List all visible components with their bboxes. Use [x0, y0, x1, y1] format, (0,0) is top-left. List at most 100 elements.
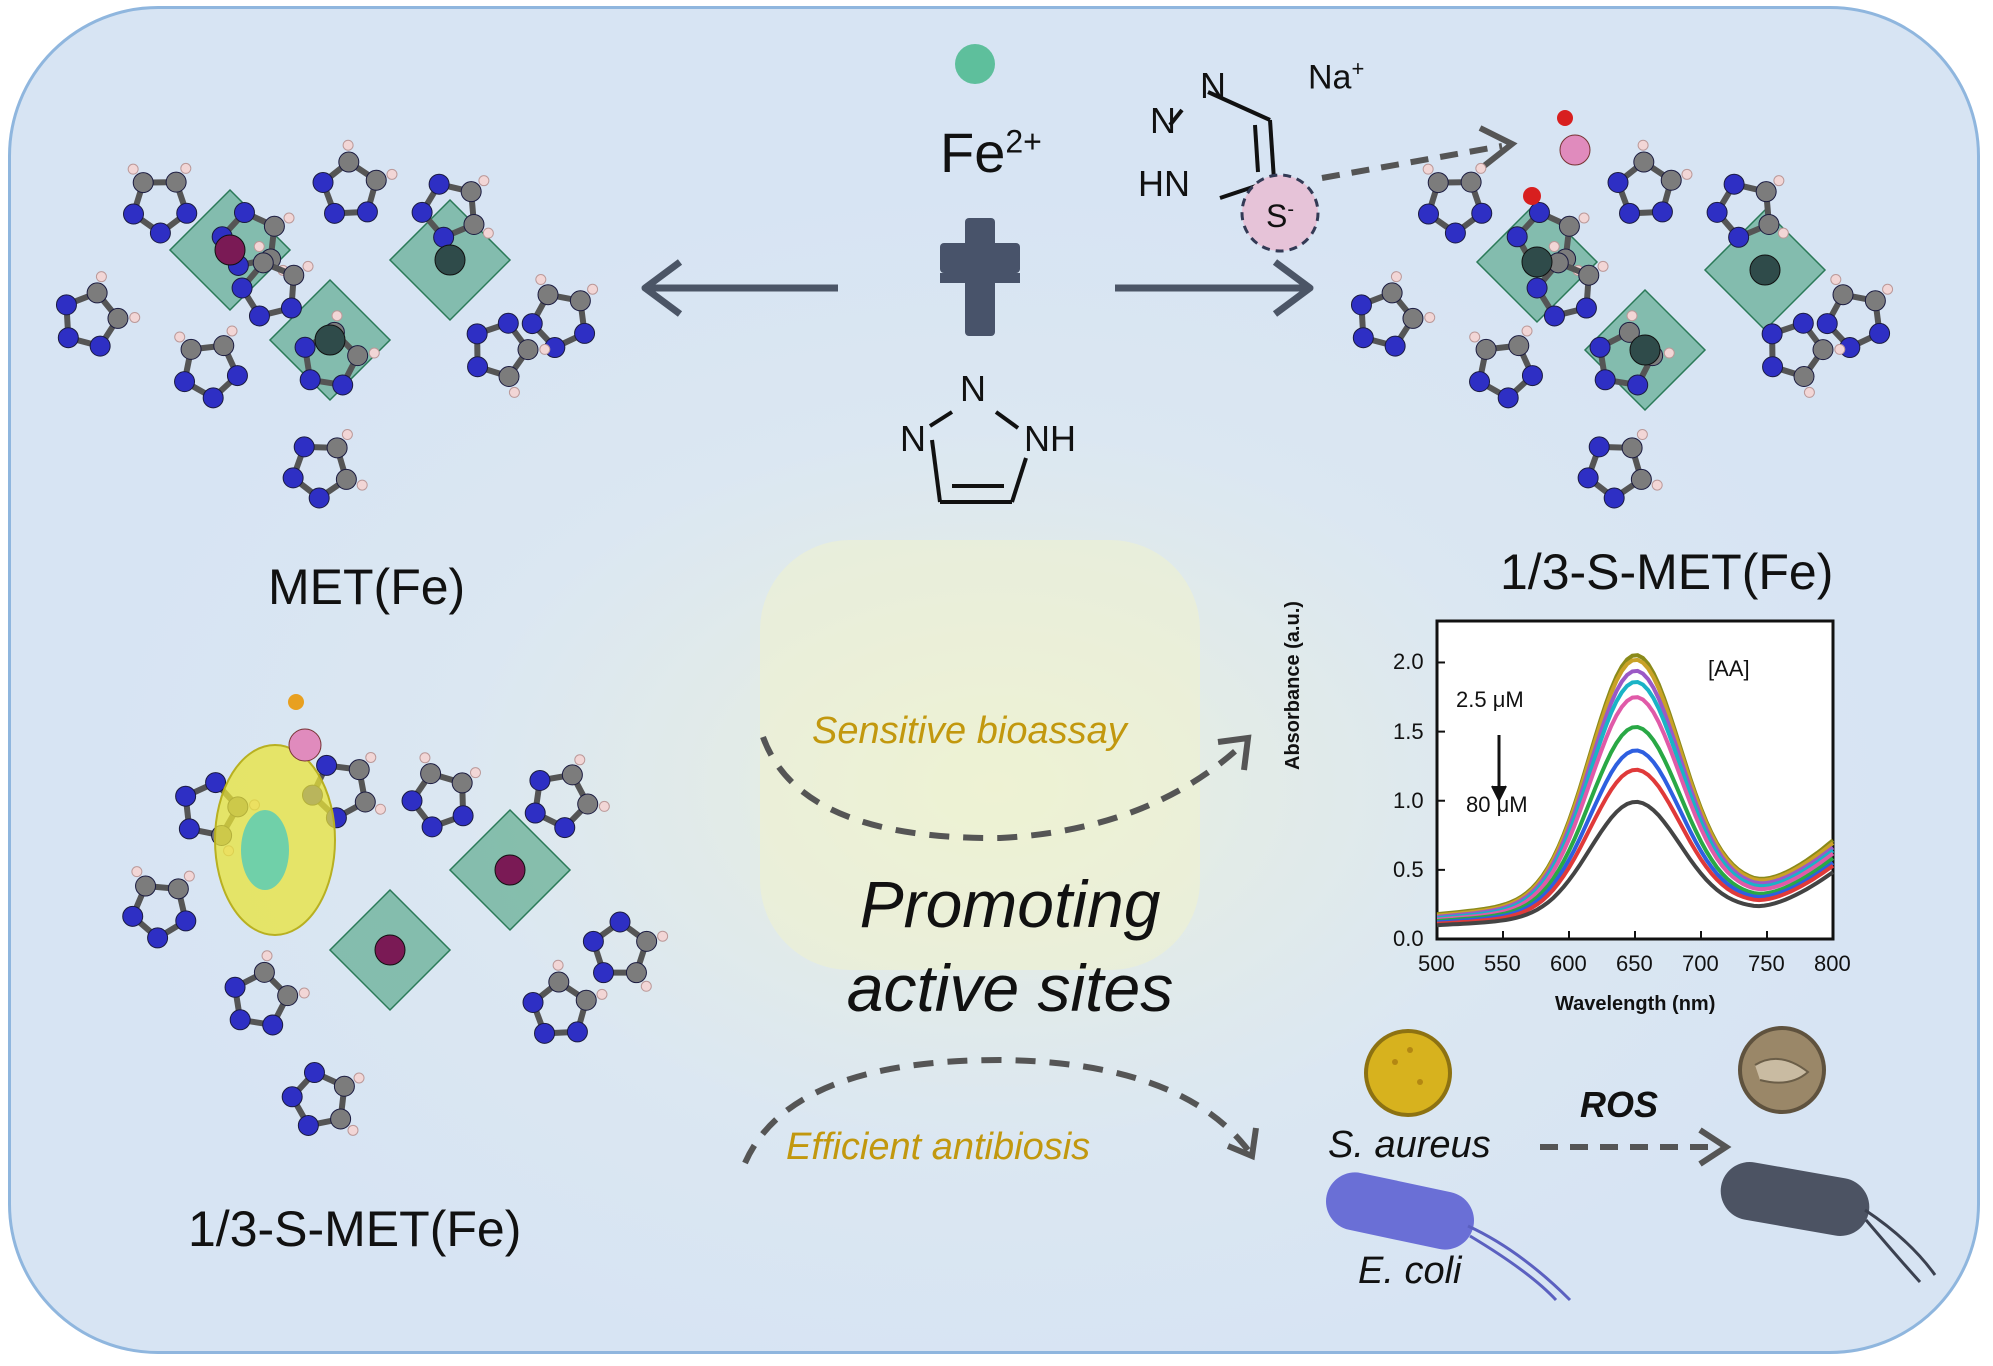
x-tick-label: 500 — [1418, 951, 1455, 976]
hydrogen-atom — [1882, 283, 1894, 295]
carbon-atom — [354, 791, 376, 813]
s-aureus-cell-icon — [1364, 1029, 1452, 1117]
carbon-atom — [463, 213, 485, 235]
absorbance-chart — [1435, 619, 1835, 941]
hydrogen-atom — [1663, 347, 1675, 359]
carbon-atom — [263, 215, 285, 237]
nitrogen-atom — [294, 336, 316, 358]
nitrogen-atom — [122, 905, 144, 927]
nitrogen-atom — [231, 277, 253, 299]
thio-n-top-label: N — [1200, 65, 1226, 106]
nitrogen-atom — [1471, 202, 1493, 224]
iron-atom — [494, 854, 526, 886]
nitrogen-atom — [1594, 369, 1616, 391]
hydrogen-atom — [1830, 274, 1842, 286]
carbon-atom — [1621, 437, 1643, 459]
carbon-atom — [283, 264, 305, 286]
carbon-atom — [333, 1075, 355, 1097]
carbon-atom — [1633, 151, 1655, 173]
nitrogen-atom — [149, 222, 171, 244]
nitrogen-atom — [1651, 201, 1673, 223]
carbon-atom — [135, 875, 157, 897]
carbon-atom — [277, 985, 299, 1007]
sulfur-site-dashed-arrow — [1321, 143, 1503, 181]
concentration-arrowhead — [1491, 785, 1507, 803]
hydrogen-atom — [261, 950, 273, 962]
nitrogen-atom — [248, 305, 270, 327]
nitrogen-atom — [176, 202, 198, 224]
hydrogen-atom — [95, 271, 107, 283]
hydrogen-atom — [1777, 227, 1789, 239]
carbon-atom — [326, 437, 348, 459]
met-fe-molecular-model — [55, 139, 599, 509]
sulfur-atom — [1559, 134, 1591, 166]
nitrogen-atom — [1762, 356, 1784, 378]
hydrogen-atom — [283, 212, 295, 224]
x-tick-label: 800 — [1814, 951, 1851, 976]
hydrogen-atom — [1548, 241, 1560, 253]
nitrogen-atom — [281, 1086, 303, 1108]
fe-ion-symbol: Fe — [940, 121, 1006, 184]
carbon-atom — [451, 772, 473, 794]
nitrogen-atom — [497, 312, 519, 334]
x-tick-label: 600 — [1550, 951, 1587, 976]
nitrogen-atom — [280, 297, 302, 319]
nitrogen-atom — [229, 1009, 251, 1031]
center-title-line1: Promoting — [859, 867, 1161, 941]
nitrogen-atom — [293, 436, 315, 458]
x-tick-label: 650 — [1616, 951, 1653, 976]
oxygen-atom — [288, 694, 304, 710]
nitrogen-atom — [1706, 201, 1728, 223]
carbon-atom — [575, 989, 597, 1011]
sulfur-atom — [288, 728, 322, 762]
nitrogen-atom — [1575, 297, 1597, 319]
iron-atom — [434, 244, 466, 276]
hydrogen-atom — [596, 988, 608, 1000]
arrow-right — [1115, 259, 1314, 317]
carbon-atom — [253, 961, 275, 983]
carbon-atom — [1755, 181, 1777, 203]
thio-s-symbol: S — [1266, 198, 1288, 234]
nitrogen-atom — [57, 327, 79, 349]
nitrogen-atom — [522, 991, 544, 1013]
nitrogen-atom — [55, 294, 77, 316]
hydrogen-atom — [1390, 271, 1402, 283]
y-tick-label: 2.0 — [1393, 649, 1424, 675]
iron-atom — [374, 934, 406, 966]
hydrogen-atom — [183, 870, 195, 882]
carbon-atom — [1381, 282, 1403, 304]
met-fe-label: MET(Fe) — [268, 559, 466, 615]
hydrogen-atom — [302, 260, 314, 272]
carbon-atom — [625, 962, 647, 984]
nitrogen-atom — [178, 818, 200, 840]
nitrogen-atom — [421, 816, 443, 838]
concentration-top-label: 2.5 μM — [1456, 687, 1524, 712]
chart-ticks — [1436, 661, 1834, 940]
carbon-atom — [537, 284, 559, 306]
nitrogen-atom — [534, 1022, 556, 1044]
y-tick-label: 1.0 — [1393, 787, 1424, 813]
y-tick-label: 1.5 — [1393, 718, 1424, 744]
bioassay-dashed-arrow — [760, 735, 1245, 842]
nitrogen-atom — [233, 202, 255, 224]
carbon-atom — [1578, 264, 1600, 286]
hydrogen-atom — [539, 343, 551, 355]
antibiosis-dashed-arrow — [742, 1056, 1251, 1165]
density-depletion-region — [241, 810, 289, 890]
nitrogen-atom — [1869, 322, 1891, 344]
nitrogen-atom — [1792, 312, 1814, 334]
fe-ion-dot — [955, 44, 995, 84]
hydrogen-atom — [1651, 479, 1663, 491]
nitrogen-atom — [282, 467, 304, 489]
nitrogen-atom — [466, 323, 488, 345]
hydrogen-atom — [368, 347, 380, 359]
arrow-left — [641, 259, 838, 317]
hydrogen-atom — [1637, 139, 1649, 151]
nitrogen-atom — [299, 369, 321, 391]
carbon-atom — [1812, 339, 1834, 361]
carbon-atom — [1864, 290, 1886, 312]
nitrogen-atom — [324, 202, 346, 224]
center-title: Promoting active sites — [780, 862, 1240, 1030]
hydrogen-atom — [1469, 331, 1481, 343]
nitrogen-atom — [175, 910, 197, 932]
